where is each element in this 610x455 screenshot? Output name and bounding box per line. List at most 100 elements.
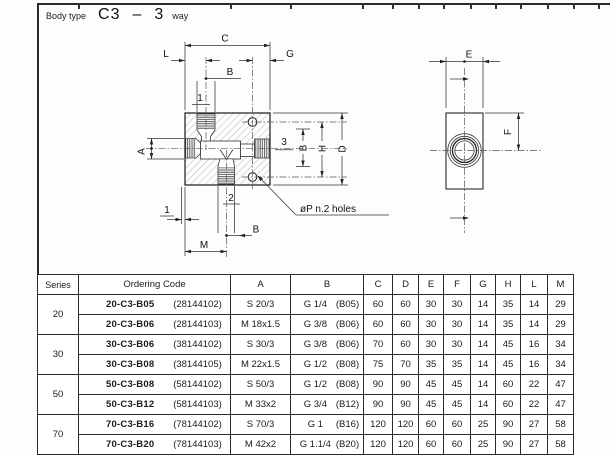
dim-l: 16	[520, 334, 548, 355]
dim-d: 90	[392, 374, 419, 395]
dim-l: 14	[520, 294, 548, 315]
dim-f: 35	[443, 354, 471, 375]
page-title: Body type C3 – 3 way	[46, 6, 188, 24]
dim-d: 70	[392, 354, 419, 375]
part-number: (78144103)	[173, 439, 222, 450]
title-model: C3	[98, 6, 121, 23]
table-row: 20-C3-B06(28144103) M 18x1.5 G 3/8(B06) …	[38, 314, 574, 335]
dim-c: 75	[363, 354, 393, 375]
dim-a: M 33x2	[230, 394, 291, 415]
dim-a: M 22x1.5	[230, 354, 291, 375]
series-label: 20	[37, 294, 79, 335]
col-header-b: B	[290, 274, 364, 295]
grid-tick	[547, 3, 549, 9]
dim-label-offset-1: 1	[164, 205, 170, 216]
dim-c: 60	[363, 314, 393, 335]
dim-b-thread: G 3/4	[303, 399, 327, 410]
dim-g: 14	[470, 294, 496, 315]
table-row: 70 70-C3-B16(78144102) S 70/3 G 1(B16) 1…	[37, 414, 574, 455]
dim-f: 45	[443, 374, 471, 395]
dim-e: 35	[418, 354, 444, 375]
dim-a: M 42x2	[230, 434, 291, 455]
col-header-e: E	[418, 274, 444, 295]
dim-h: 60	[495, 374, 521, 395]
dim-h: 90	[495, 414, 521, 435]
dim-label-a: A	[137, 148, 148, 155]
dim-m: 29	[547, 314, 574, 335]
dim-c: 60	[363, 294, 393, 315]
dim-d: 120	[392, 414, 419, 435]
dim-h: 90	[495, 434, 521, 455]
dim-d: 60	[392, 314, 419, 335]
dim-a: S 20/3	[230, 294, 291, 315]
dim-l: 22	[520, 394, 548, 415]
part-number: (78144102)	[173, 419, 222, 430]
grid-tick	[362, 3, 364, 9]
ordering-code: 20-C3-B05	[106, 299, 155, 310]
dim-g: 14	[470, 394, 496, 415]
title-dash: –	[132, 6, 143, 23]
dim-m: 58	[547, 434, 574, 455]
dimensions-table: Series Ordering Code A B C D E F G H L M…	[37, 274, 574, 455]
col-header-f: F	[443, 274, 471, 295]
dim-label-g: G	[286, 49, 294, 60]
series-label: 70	[37, 414, 79, 455]
dim-l: 16	[520, 354, 548, 375]
dim-b-code: (B06)	[335, 339, 360, 350]
dim-c: 120	[363, 434, 393, 455]
dim-l: 14	[520, 314, 548, 335]
page-top-border	[37, 3, 610, 5]
dim-l: 27	[520, 414, 548, 435]
grid-tick	[495, 3, 497, 9]
col-header-ordering-code: Ordering Code	[78, 274, 231, 295]
dim-d: 90	[392, 394, 419, 415]
dim-a: S 70/3	[230, 414, 291, 435]
dim-b-code: (B06)	[335, 319, 360, 330]
holes-note: øP n.2 holes	[300, 204, 356, 215]
dim-a: S 50/3	[230, 374, 291, 395]
side-view: E F	[429, 50, 541, 233]
table-row: 70-C3-B20(78144103) M 42x2 G 1.1/4(B20) …	[38, 434, 574, 455]
dim-a: S 30/3	[230, 334, 291, 355]
ordering-code: 30-C3-B06	[106, 339, 155, 350]
table-row: 20 20-C3-B05(28144102) S 20/3 G 1/4(B05)…	[37, 294, 574, 335]
dim-e: 45	[418, 394, 444, 415]
ordering-code: 70-C3-B20	[106, 439, 155, 450]
dim-f: 45	[443, 394, 471, 415]
table-row: 30 30-C3-B06(38144102) S 30/3 G 3/8(B06)…	[37, 334, 574, 375]
thread-port-a	[186, 139, 196, 158]
dim-m: 47	[547, 374, 574, 395]
dim-h: 35	[495, 294, 521, 315]
ordering-code: 20-C3-B06	[106, 319, 155, 330]
dim-f: 30	[443, 334, 471, 355]
dim-c: 90	[363, 394, 393, 415]
dim-b-thread: G 1/2	[303, 359, 327, 370]
dim-m: 29	[547, 294, 574, 315]
dim-label-e: E	[466, 50, 473, 61]
col-header-l: L	[520, 274, 548, 295]
dim-h: 45	[495, 334, 521, 355]
dim-d: 120	[392, 434, 419, 455]
dim-g: 14	[470, 354, 496, 375]
grid-tick	[230, 3, 232, 9]
dim-b-thread: G 1/2	[303, 379, 327, 390]
dim-label-b-right: B	[299, 144, 310, 151]
dim-f: 60	[443, 414, 471, 435]
part-number: (28144102)	[173, 299, 222, 310]
dim-c: 90	[363, 374, 393, 395]
col-header-h: H	[495, 274, 521, 295]
dim-l: 22	[520, 374, 548, 395]
dim-g: 14	[470, 374, 496, 395]
table-row: 50 50-C3-B08(58144102) S 50/3 G 1/2(B08)…	[37, 374, 574, 415]
ordering-code: 50-C3-B12	[106, 399, 155, 410]
dim-b-code: (B16)	[335, 419, 360, 430]
title-suffix: way	[172, 11, 189, 21]
dim-label-d: D	[338, 145, 349, 152]
col-header-c: C	[363, 274, 393, 295]
dim-g: 14	[470, 314, 496, 335]
part-number: (58144103)	[173, 399, 222, 410]
grid-tick	[290, 3, 292, 9]
dim-g: 14	[470, 334, 496, 355]
page-left-border	[37, 3, 39, 449]
